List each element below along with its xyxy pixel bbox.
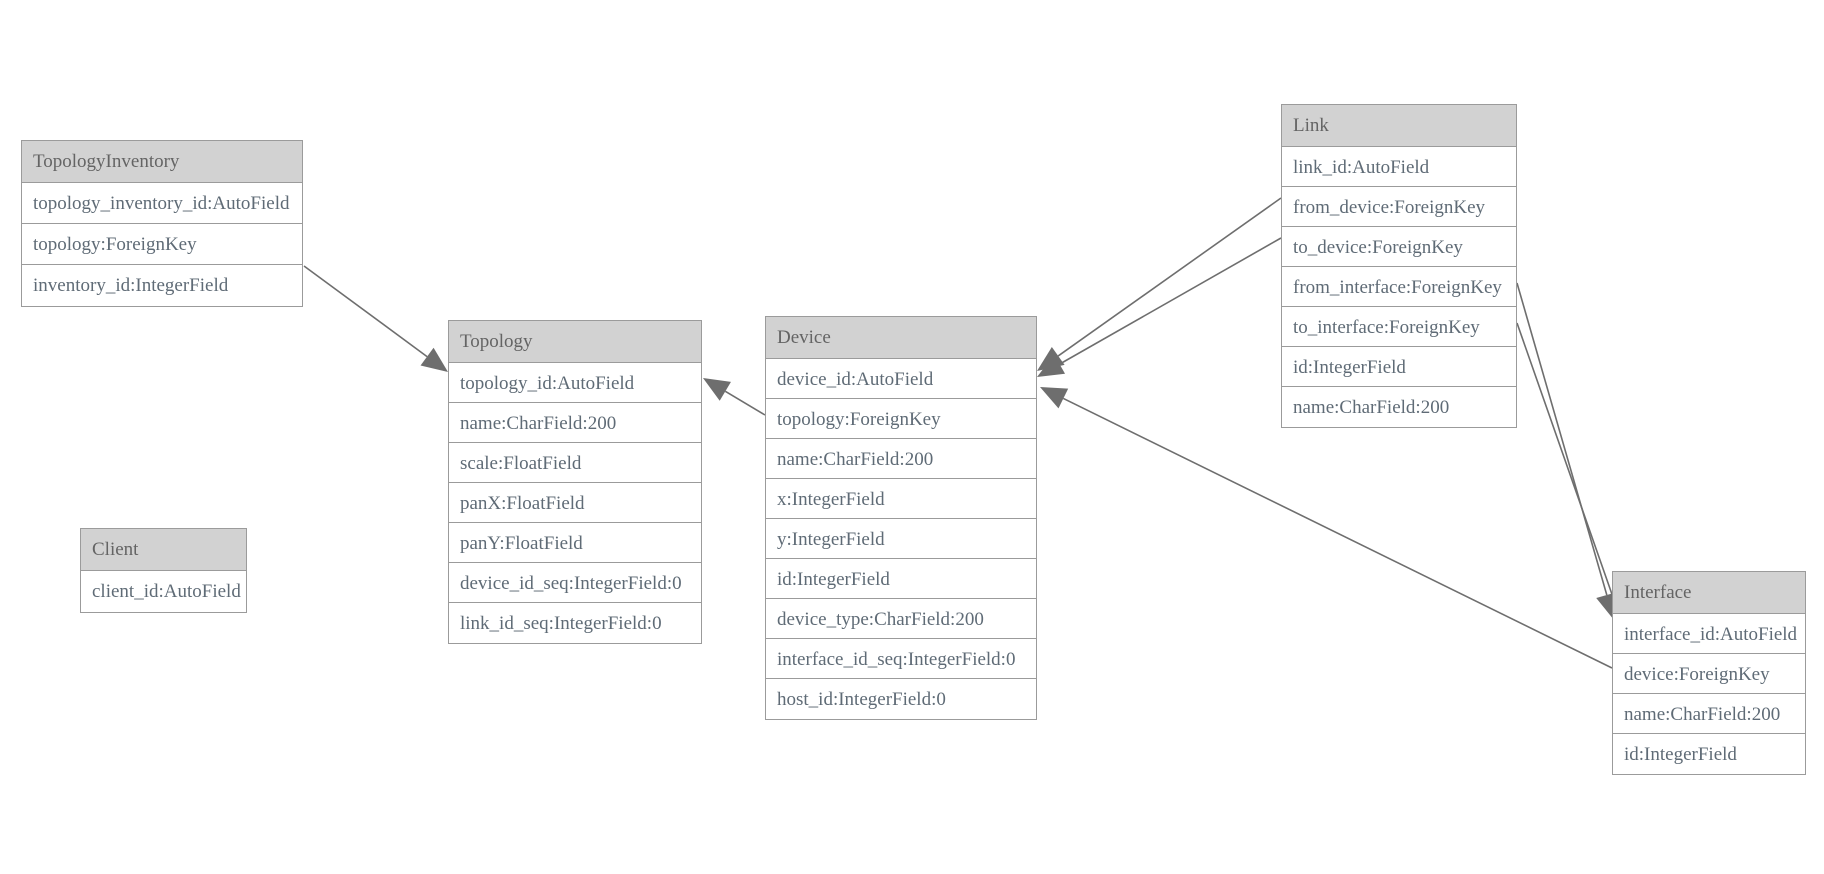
entity-field[interactable]: id:IntegerField	[1282, 347, 1516, 387]
entity-field[interactable]: device:ForeignKey	[1613, 654, 1805, 694]
entity-field[interactable]: name:CharField:200	[766, 439, 1036, 479]
entity-field[interactable]: name:CharField:200	[1282, 387, 1516, 427]
entity-field[interactable]: from_device:ForeignKey	[1282, 187, 1516, 227]
relationship-device-topology	[703, 378, 766, 416]
entity-title-client: Client	[81, 529, 246, 571]
entity-field[interactable]: id:IntegerField	[766, 559, 1036, 599]
entity-field[interactable]: link_id:AutoField	[1282, 147, 1516, 187]
relationship-interface-device-device	[1040, 387, 1613, 669]
relationship-link-from_interface-interface	[1516, 282, 1618, 620]
entity-field[interactable]: topology_inventory_id:AutoField	[22, 183, 302, 224]
entity-field[interactable]: scale:FloatField	[449, 443, 701, 483]
entity-field[interactable]: to_device:ForeignKey	[1282, 227, 1516, 267]
entity-title-topology_inventory: TopologyInventory	[22, 141, 302, 183]
entity-field[interactable]: interface_id:AutoField	[1613, 614, 1805, 654]
entity-field[interactable]: to_interface:ForeignKey	[1282, 307, 1516, 347]
entity-field[interactable]: client_id:AutoField	[81, 571, 246, 612]
relationship-line	[303, 265, 428, 358]
relationship-line	[1062, 397, 1613, 669]
entity-field[interactable]: panX:FloatField	[449, 483, 701, 523]
relationship-topologyinventory-topology	[303, 265, 448, 372]
entity-field[interactable]: device_type:CharField:200	[766, 599, 1036, 639]
entity-field[interactable]: host_id:IntegerField:0	[766, 679, 1036, 719]
relationship-arrowhead	[703, 378, 731, 401]
entity-title-link: Link	[1282, 105, 1516, 147]
relationship-line	[1516, 282, 1608, 596]
entity-field[interactable]: from_interface:ForeignKey	[1282, 267, 1516, 307]
entity-field[interactable]: topology:ForeignKey	[22, 224, 302, 265]
entity-field[interactable]: name:CharField:200	[1613, 694, 1805, 734]
entity-field[interactable]: device_id_seq:IntegerField:0	[449, 563, 701, 603]
entity-title-interface: Interface	[1613, 572, 1805, 614]
entity-title-device: Device	[766, 317, 1036, 359]
entity-field[interactable]: topology:ForeignKey	[766, 399, 1036, 439]
relationship-line	[724, 390, 766, 416]
relationship-link-to_device-device	[1037, 237, 1282, 377]
relationship-arrowhead	[1037, 354, 1066, 377]
relationship-line	[1516, 322, 1614, 596]
entity-field[interactable]: panY:FloatField	[449, 523, 701, 563]
relationship-link-to_interface-interface	[1516, 322, 1623, 620]
entity-field[interactable]: device_id:AutoField	[766, 359, 1036, 399]
entity-title-topology: Topology	[449, 321, 701, 363]
relationship-arrowhead	[1040, 387, 1069, 409]
entity-field[interactable]: x:IntegerField	[766, 479, 1036, 519]
entity-field-list-client: client_id:AutoField	[81, 571, 246, 612]
relationship-arrowhead	[1037, 346, 1065, 371]
entity-field[interactable]: link_id_seq:IntegerField:0	[449, 603, 701, 643]
entity-field[interactable]: inventory_id:IntegerField	[22, 265, 302, 306]
entity-field[interactable]: name:CharField:200	[449, 403, 701, 443]
relationship-line	[1059, 237, 1282, 365]
entity-field[interactable]: topology_id:AutoField	[449, 363, 701, 403]
entity-field[interactable]: y:IntegerField	[766, 519, 1036, 559]
entity-field[interactable]: id:IntegerField	[1613, 734, 1805, 774]
relationship-arrowhead	[420, 347, 448, 372]
entity-field[interactable]: interface_id_seq:IntegerField:0	[766, 639, 1036, 679]
relationship-line	[1057, 197, 1282, 357]
relationship-link-from_device-device	[1037, 197, 1282, 371]
